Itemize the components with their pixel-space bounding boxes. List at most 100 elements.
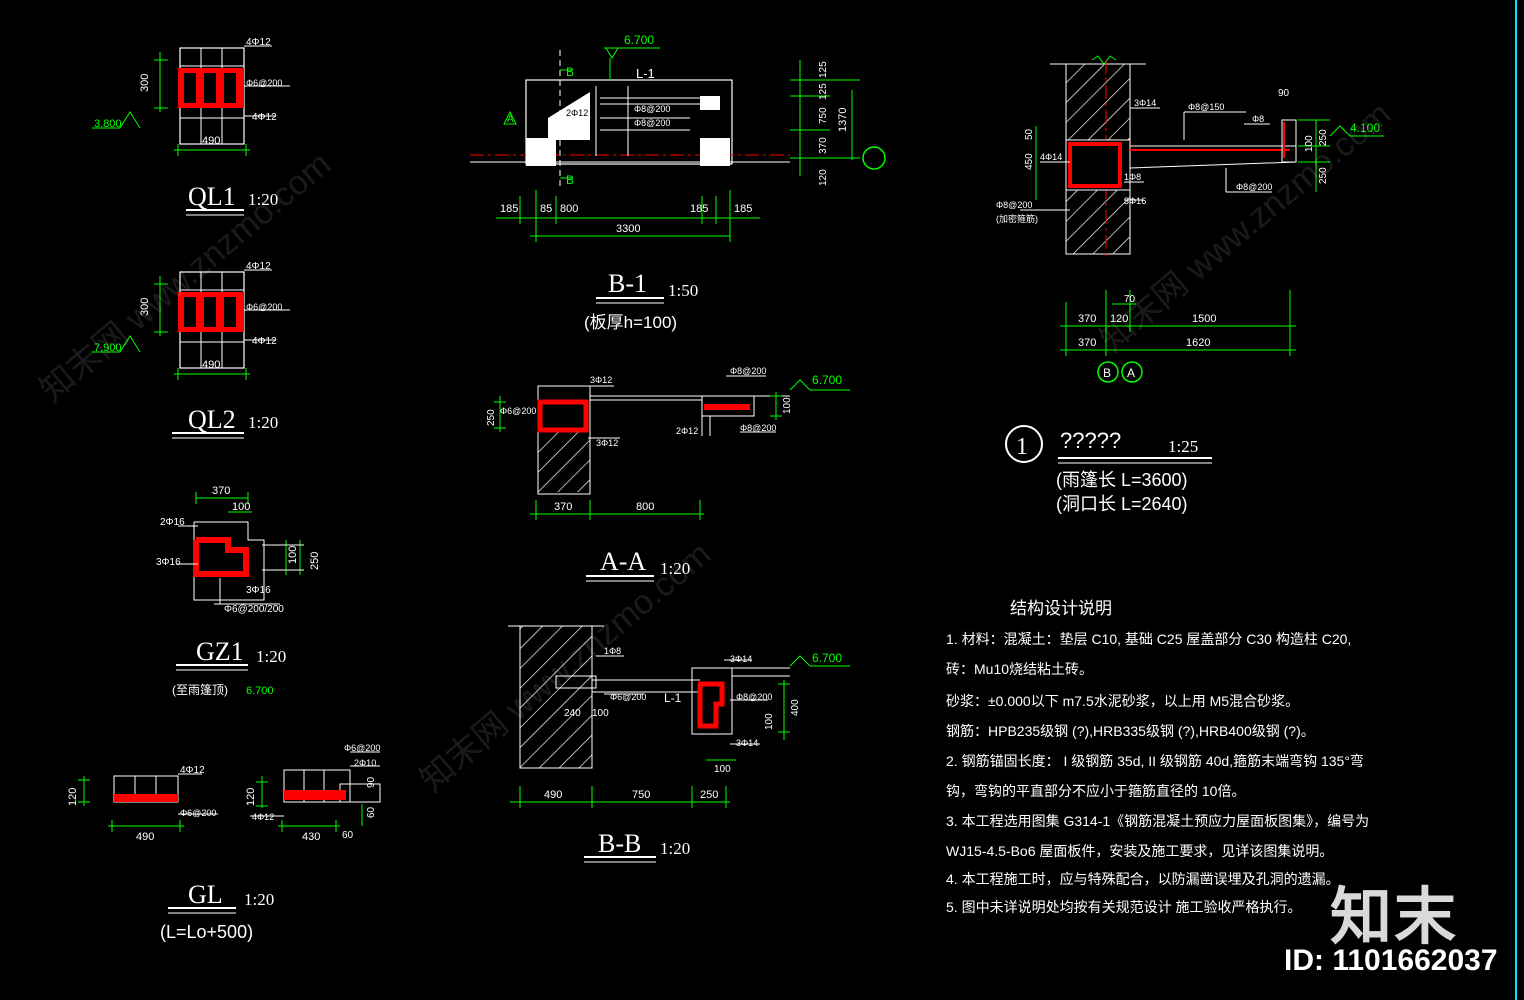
gl-right-width: 430 — [302, 831, 320, 843]
aa-bar-bottom: 3Φ12 — [596, 438, 618, 448]
detail1-level: 4.100 — [1350, 121, 1380, 135]
watermark-logo: 知末 — [1330, 880, 1459, 953]
ql2-section: 4Φ12 Φ6@200 4Φ12 300 490 7.900 QL2 1:20 — [92, 261, 290, 439]
gz1-stirrup: Φ6@200/200 — [224, 604, 284, 615]
aa-section: 3Φ12 Φ6@200 3Φ12 Φ8@200 Φ8@200 2Φ12 6.70… — [486, 366, 850, 582]
b1-right-total: 1370 — [837, 108, 849, 132]
bb-level: 6.700 — [812, 651, 842, 665]
detail1-bar-side: 4Φ14 — [1040, 152, 1062, 162]
gl-left-rebar — [114, 794, 178, 802]
detail1-bar-top: 3Φ14 — [1134, 98, 1156, 108]
ql1-title: QL1 — [188, 182, 236, 211]
notes-line-9: 4. 本工程施工时，应与特殊配合，以防漏凿误埋及孔洞的遗漏。 — [946, 871, 1340, 887]
b1-right-dim-2: 125 — [818, 83, 829, 100]
ql1-stirrup: Φ6@200 — [246, 78, 282, 88]
ql2-title: QL2 — [188, 405, 236, 434]
aa-slab-bar2: Φ8@200 — [740, 423, 776, 433]
bb-dim-100c: 100 — [714, 764, 731, 775]
detail1-bar-bottom: 3Φ16 — [1124, 196, 1146, 206]
aa-level: 6.700 — [812, 373, 842, 387]
gz1-dim-side-100: 100 — [287, 546, 299, 564]
detail1-dim-450: 450 — [1024, 153, 1035, 170]
bb-stirrup-left: Φ6@200 — [610, 692, 646, 702]
b1-plan: 6.700 L-1 B B A 2Φ12 Φ8@200 Φ8@200 125 1… — [470, 33, 886, 332]
b1-section-top: B — [566, 65, 574, 79]
detail1-dim-250b: 250 — [1318, 167, 1329, 184]
detail1-dim-100: 100 — [1304, 135, 1315, 152]
gl-right-top-bar: Φ6@200 — [344, 743, 380, 753]
b1-rebar-a: 2Φ12 — [566, 108, 588, 118]
ql1-width: 490 — [202, 135, 220, 147]
ql2-level: 7.900 — [94, 342, 122, 354]
b1-bottom-dim-5: 185 — [734, 203, 752, 215]
detail1-section: 1 ????? 1:25 (雨篷长 L=3600) (洞口长 L=2640) 3… — [996, 55, 1384, 514]
detail1-beam-rebar — [1068, 142, 1122, 188]
ql2-scale: 1:20 — [248, 413, 278, 432]
b1-section-bottom: B — [566, 173, 574, 187]
ql1-level: 3.800 — [94, 118, 122, 130]
ql2-stirrup: Φ6@200 — [246, 302, 282, 312]
bb-dim-750: 750 — [632, 789, 650, 801]
detail1-title: ????? — [1060, 428, 1121, 453]
b1-note: (板厚h=100) — [584, 313, 677, 332]
aa-slab-bar: Φ8@200 — [730, 366, 766, 376]
gz1-section: 370 100 100 250 2Φ16 3Φ16 3Φ16 Φ6@200/20… — [156, 485, 321, 697]
gl-right-bottom-bar: 4Φ12 — [252, 812, 274, 822]
notes-line-5: 2. 钢筋锚固长度： I 级钢筋 35d, II 级钢筋 40d,箍筋末端弯钩 … — [946, 753, 1364, 769]
b1-level: 6.700 — [624, 33, 654, 47]
ql2-top-bar: 4Φ12 — [246, 261, 271, 272]
gz1-title: GZ1 — [196, 637, 244, 666]
gz1-dim-250: 250 — [309, 552, 321, 570]
notes-line-4: 钢筋：HPB235级钢 (?),HRB335级钢 (?),HRB400级钢 (?… — [946, 723, 1315, 739]
notes-line-10: 5. 图中未详说明处均按有关规范设计 施工验收严格执行。 — [946, 899, 1301, 915]
b1-rebar-c: Φ8@200 — [634, 118, 670, 128]
watermark-id: ID: 1101662037 — [1284, 944, 1498, 977]
detail1-slab-bar: Φ8@150 — [1188, 102, 1224, 112]
aa-slab-rebar — [704, 404, 750, 410]
b1-right-dim-1: 125 — [818, 61, 829, 78]
gz1-note: (至雨篷顶) — [172, 682, 228, 697]
detail1-dim-90: 90 — [1278, 88, 1290, 99]
notes-line-8: WJ15-4.5-Bo6 屋面板件，安装及施工要求，见详该图集说明。 — [946, 843, 1333, 859]
bb-left-beam — [555, 675, 597, 689]
detail1-stirrup: Φ8@200 — [996, 200, 1032, 210]
bb-dim-250: 250 — [700, 789, 718, 801]
bb-bar-bottom: 3Φ14 — [736, 738, 758, 748]
bb-section: 1Φ8 Φ6@200 L-1 3Φ14 Φ8@200 3Φ14 6.700 24… — [508, 625, 850, 863]
detail1-axis-a: A — [1127, 366, 1135, 380]
gl-formula: (L=Lo+500) — [160, 922, 253, 942]
b1-beam-label: L-1 — [636, 66, 655, 81]
gl-section: 4Φ12 Φ6@200 120 490 Φ6@200 2Φ10 4Φ12 120… — [67, 743, 381, 942]
detail1-number: 1 — [1016, 434, 1028, 460]
gl-right-second-bar: 2Φ10 — [354, 758, 376, 768]
gl-right-dim-60b: 60 — [342, 830, 354, 841]
detail1-dim-370b: 370 — [1078, 337, 1096, 349]
gz1-bar-left: 3Φ16 — [156, 557, 181, 568]
bb-dim-400: 400 — [790, 699, 801, 716]
notes-title: 结构设计说明 — [1010, 599, 1112, 618]
b1-bottom-dim-4: 185 — [690, 203, 708, 215]
detail1-number-circle — [1005, 425, 1043, 463]
gl-left-stirrup: Φ6@200 — [180, 808, 216, 818]
bb-bar-top: 3Φ14 — [730, 654, 752, 664]
aa-beam-rebar — [537, 399, 589, 433]
aa-bar-mid: 2Φ12 — [676, 426, 698, 436]
bb-beam-label: L-1 — [664, 691, 682, 705]
ql1-top-bar: 4Φ12 — [246, 37, 271, 48]
detail1-dim-50: 50 — [1024, 128, 1035, 140]
gl-right-rebar — [284, 790, 346, 800]
detail1-dim-1620: 1620 — [1186, 337, 1210, 349]
detail1-scale: 1:25 — [1168, 437, 1198, 456]
gl-right-height: 120 — [245, 788, 257, 806]
detail1-dim-370: 370 — [1078, 313, 1096, 325]
ql2-width: 490 — [202, 359, 220, 371]
gl-scale: 1:20 — [244, 890, 274, 909]
detail1-axis-b: B — [1103, 366, 1111, 380]
detail1-end-bar: 1Φ8 — [1248, 120, 1250, 123]
gl-left-top-bar: 4Φ12 — [180, 765, 205, 776]
ql1-section: 4Φ12 Φ6@200 4Φ12 300 490 3.800 QL1 1:20 — [92, 37, 290, 216]
ql1-height: 300 — [139, 74, 151, 92]
detail1-dim-1500: 1500 — [1192, 313, 1216, 325]
aa-dim-800: 800 — [636, 501, 654, 513]
detail1-note2: (洞口长 L=2640) — [1056, 494, 1188, 514]
